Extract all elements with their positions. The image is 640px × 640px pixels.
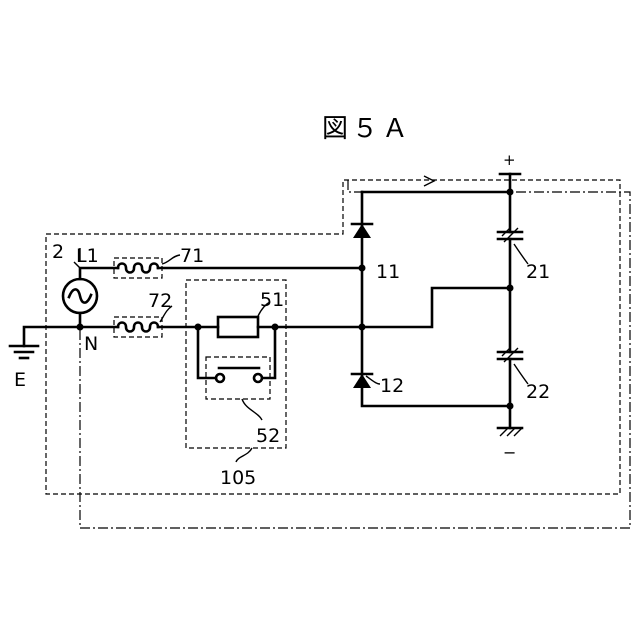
fuse-72: [118, 323, 158, 332]
label-minus: −: [503, 443, 516, 462]
label-capacitor-21: 21: [526, 261, 550, 283]
label-resistor-51: 51: [260, 289, 284, 311]
wire-diode-column: [362, 192, 510, 406]
diode-12: [353, 374, 371, 388]
label-l1: L1: [76, 245, 99, 267]
label-diode-12: 12: [380, 375, 404, 397]
fuse-72-box: [114, 317, 162, 337]
label-unit-105: 105: [220, 467, 256, 489]
label-plus: +: [503, 151, 516, 169]
wire-earth: [24, 327, 80, 346]
wire-l1: [80, 268, 118, 279]
label-diode-11: 11: [376, 261, 400, 283]
leader-105: [236, 448, 252, 462]
sine-wave-icon: [69, 289, 91, 302]
figure-title: 図５Ａ: [322, 114, 412, 144]
switch-contact-right: [254, 374, 262, 382]
wire-switch: [198, 327, 216, 378]
node-d11: [359, 265, 366, 272]
wire-switch-right: [262, 327, 275, 378]
wire-n: [80, 313, 118, 327]
label-fuse-71: 71: [180, 245, 204, 267]
resistor-51: [218, 317, 258, 337]
current-path-boundary: [80, 180, 630, 528]
switch-contact-left: [216, 374, 224, 382]
node-minus: [507, 403, 514, 410]
fuse-71-box: [114, 258, 162, 278]
label-n: N: [84, 333, 98, 355]
current-arrow-icon: [424, 176, 434, 186]
label-source: 2: [52, 241, 64, 263]
label-capacitor-22: 22: [526, 381, 550, 403]
leader-71: [162, 255, 180, 264]
node-plus: [507, 189, 514, 196]
label-switch-52: 52: [256, 425, 280, 447]
diode-11: [353, 224, 371, 238]
leader-52: [242, 399, 262, 420]
label-e: E: [14, 369, 26, 391]
label-fuse-72: 72: [148, 290, 172, 312]
wire-mid-tap: [362, 288, 510, 327]
leader-12: [366, 376, 380, 384]
fuse-71: [118, 264, 158, 273]
